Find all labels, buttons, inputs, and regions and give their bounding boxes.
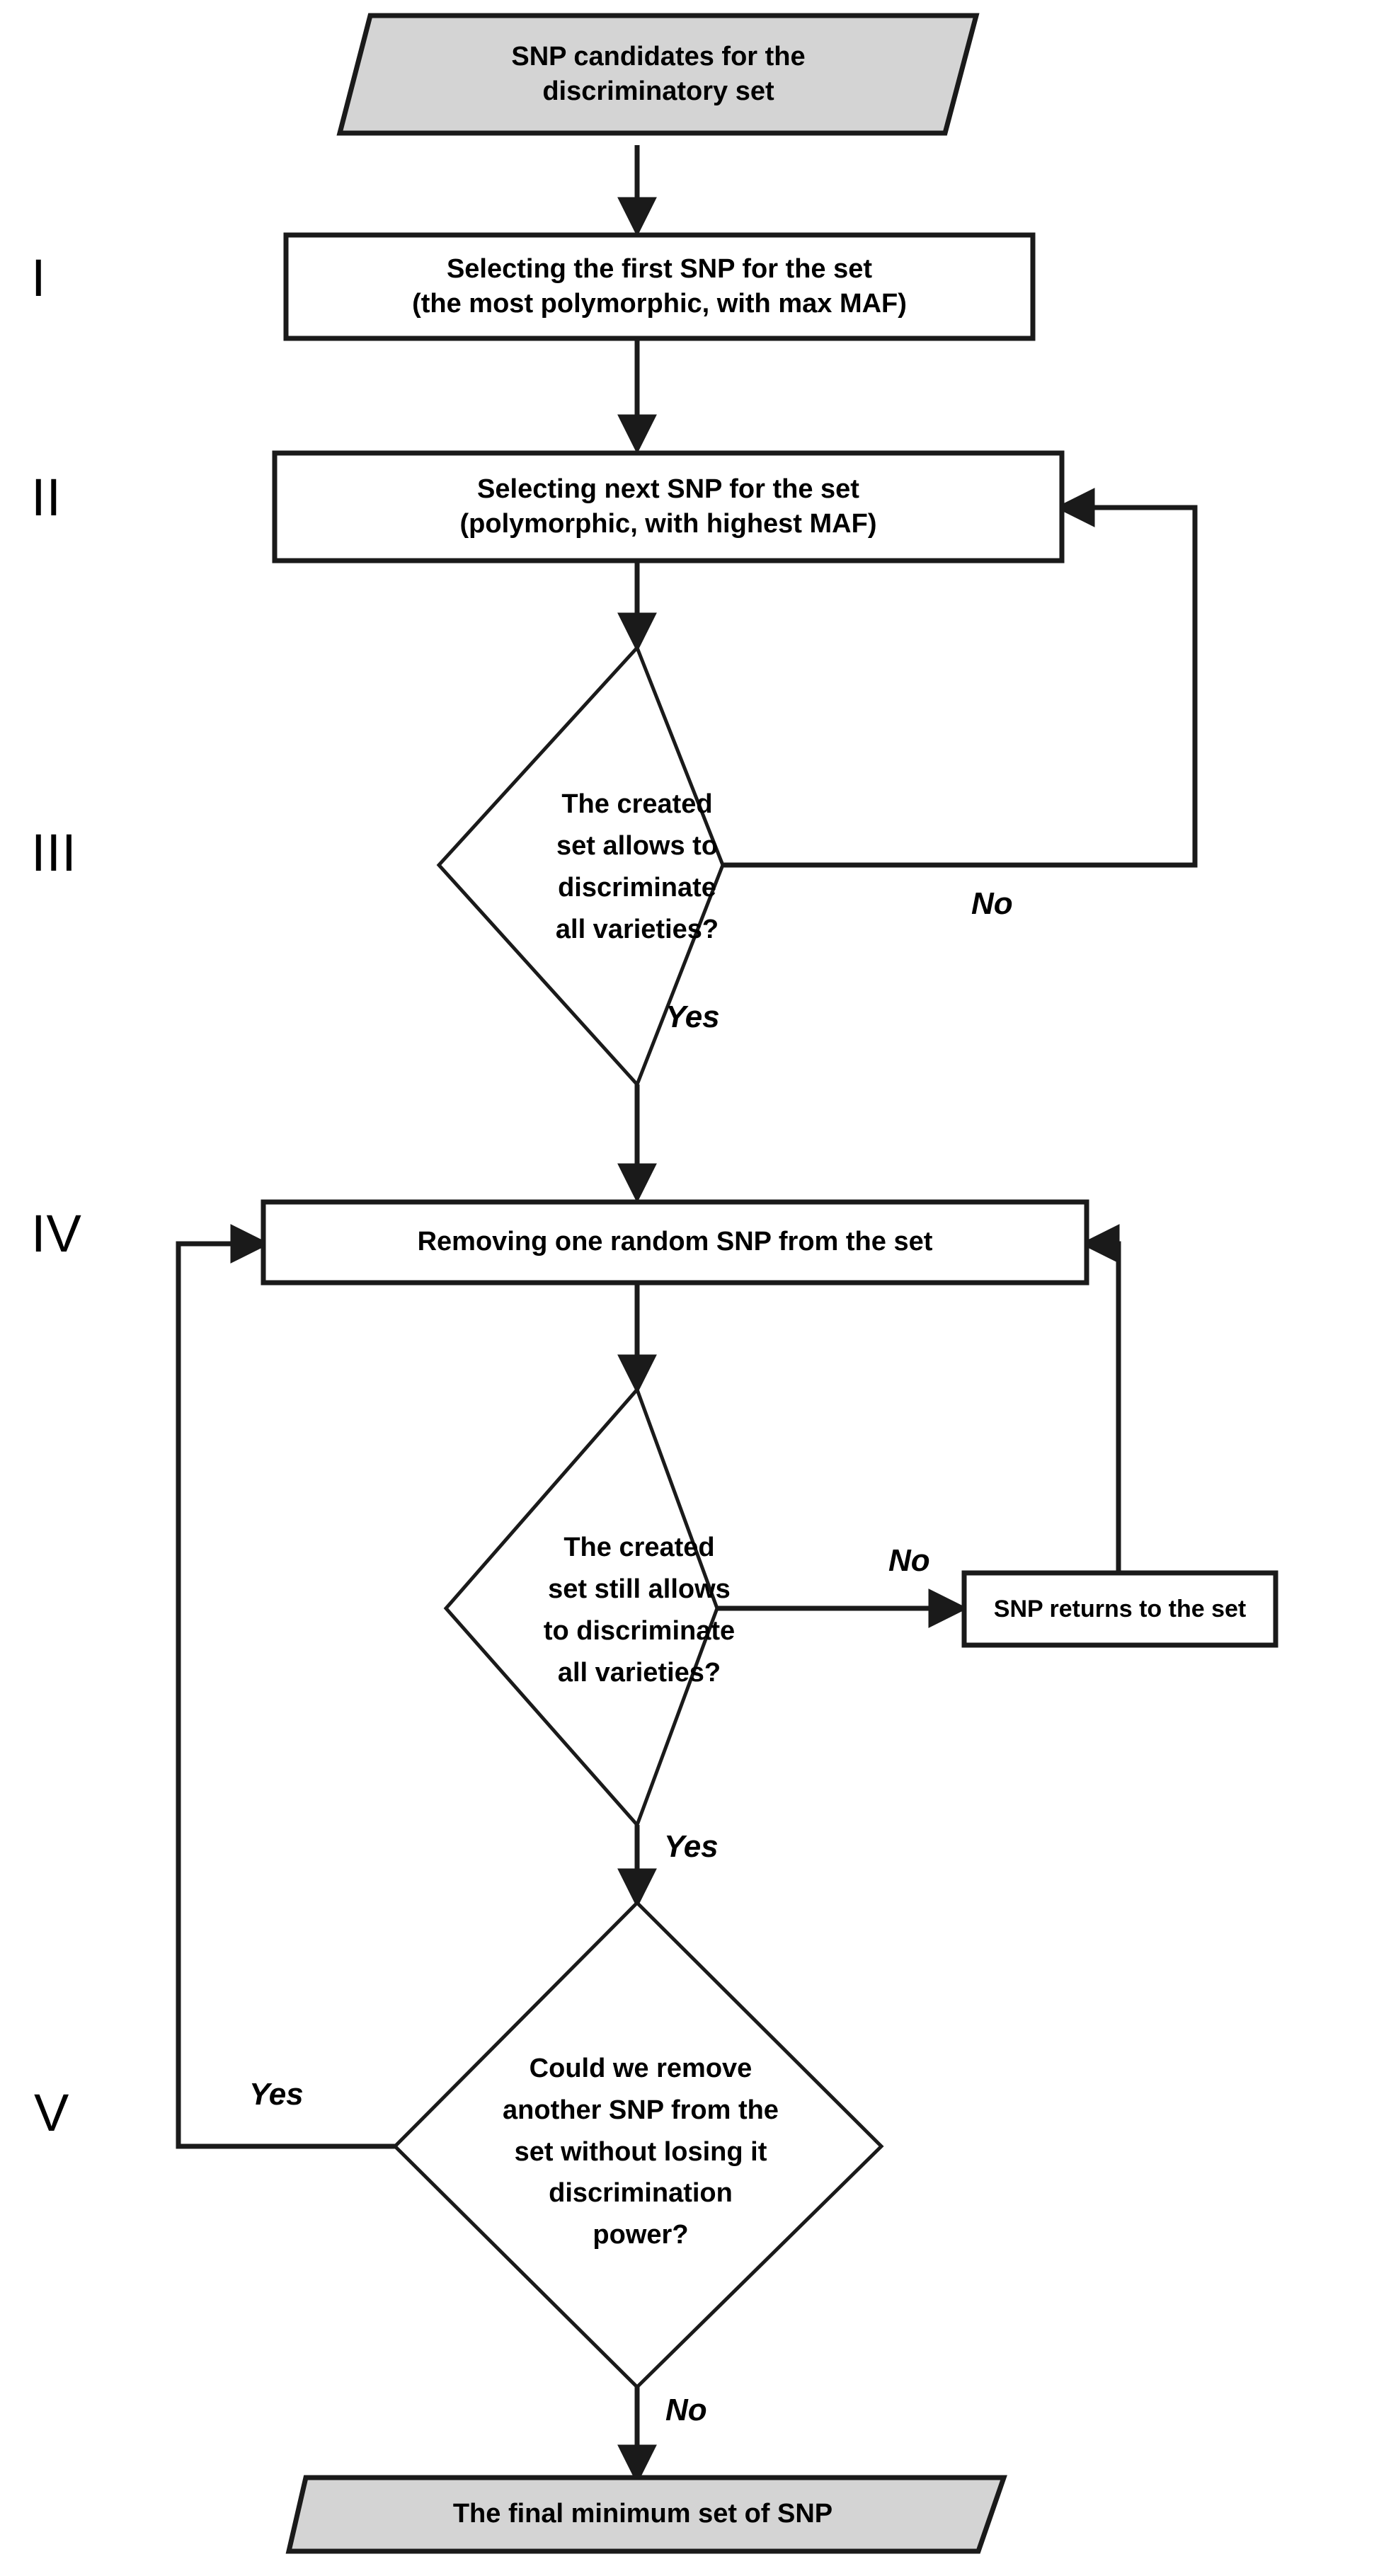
edge-label-decision2-yes: Yes [664,1829,719,1864]
stage-numeral-v: V [34,2083,70,2142]
node-shape-start [336,13,980,136]
node-shape-end [285,2475,1007,2554]
node-shape-decision1 [436,644,725,1088]
connector-returnbox-to-step4-loop [1080,1224,1121,1573]
edge-label-decision3-yes: Yes [249,2077,304,2112]
stage-numeral-ii: II [31,468,62,527]
connector-decision3-yes-loop [176,1224,395,2149]
node-shape-decision2 [443,1386,719,1828]
edge-label-decision1-no: No [971,886,1013,921]
node-shape-step2 [272,450,1065,563]
edge-label-decision2-no: No [888,1543,930,1578]
node-shape-decision3 [392,1900,884,2390]
edge-label-decision1-yes: Yes [665,1000,720,1034]
connector-decision1-no-loop [723,488,1198,868]
node-shapes [261,13,1278,2554]
stage-numeral-iv: IV [31,1204,82,1263]
stage-numeral-i: I [31,248,47,307]
stage-numeral-iii: III [31,823,77,882]
connector-group [176,145,1198,2485]
node-shape-returnbox [961,1570,1278,1648]
edge-label-decision3-no: No [665,2393,707,2427]
node-shape-step1 [283,232,1036,341]
node-shape-step4 [261,1199,1089,1286]
